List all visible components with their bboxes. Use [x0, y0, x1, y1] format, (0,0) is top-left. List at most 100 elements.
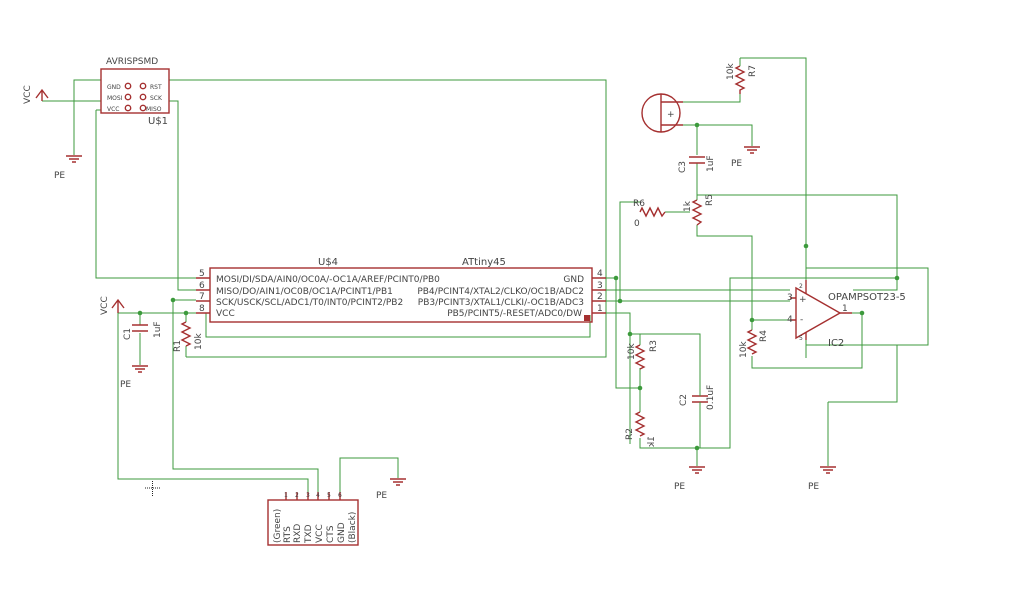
pe-label-2: PE	[120, 380, 131, 390]
pe-label-6: PE	[808, 482, 819, 492]
mcu-pin-num-8: 8	[199, 304, 205, 314]
mcu-pin-label-4: GND	[563, 275, 584, 285]
ftdi-pin-num-5: 5	[327, 492, 331, 499]
r1-value: 10k	[194, 333, 204, 350]
isp-pin-miso: MISO	[146, 106, 162, 113]
resistor-r7[interactable]: 10k R7	[726, 63, 758, 94]
ground-symbol-2: PE	[120, 365, 148, 390]
resistor-r2[interactable]: R2 1k	[625, 411, 657, 448]
ground-symbol-4: PE	[674, 466, 705, 492]
ftdi-label-rts: RTS	[283, 526, 293, 543]
ftdi-pin-num-4: 4	[316, 492, 320, 499]
pe-label-4: PE	[674, 482, 685, 492]
capacitor-c2[interactable]: C2 0.1uF	[679, 385, 716, 410]
vcc-symbol-mid: VCC	[100, 296, 125, 315]
mcu-pin-label-7: SCK/USCK/SCL/ADC1/T0/INT0/PCINT2/PB2	[216, 298, 403, 308]
r5-ref: R5	[705, 194, 715, 206]
mcu-pin-num-7: 7	[199, 292, 205, 302]
r5-value: 1k	[683, 200, 693, 212]
r4-ref: R4	[759, 330, 769, 342]
opamp-plus-sign: +	[799, 295, 807, 305]
pe-label-1: PE	[54, 171, 65, 181]
mcu-pin-label-6: MISO/DO/AIN1/OC0B/OC1A/PCINT1/PB1	[216, 287, 393, 297]
mcu-pin-num-1: 1	[597, 304, 603, 314]
resistor-r1[interactable]: R1 10k	[173, 321, 204, 352]
pe-label-5: PE	[731, 159, 742, 169]
ftdi-pin-num-2: 2	[295, 492, 299, 499]
r1-ref: R1	[173, 340, 183, 352]
ftdi-label-green: (Green)	[273, 509, 283, 543]
mcu-ref-label: U$4	[318, 257, 338, 268]
capacitor-c3[interactable]: C3 1uF	[678, 155, 716, 173]
opamp-pin-5: 5	[799, 335, 803, 342]
mcu-pin-label-2: PB3/PCINT3/XTAL1/CLKI/-OC1B/ADC3	[418, 298, 584, 308]
ftdi-label-black: (Black)	[348, 512, 358, 543]
ftdi-label-rxd: RXD	[293, 524, 303, 543]
opamp-ref-label: IC2	[828, 338, 844, 349]
r7-ref: R7	[748, 65, 758, 77]
c2-value: 0.1uF	[706, 385, 716, 410]
r6-ref: R6	[633, 199, 645, 209]
ground-symbol-5: PE	[731, 146, 760, 169]
c3-ref: C3	[678, 161, 688, 173]
c1-value: 1uF	[153, 321, 163, 338]
opamp-name-label: OPAMPSOT23-5	[828, 292, 906, 303]
opamp-pin-3: 3	[787, 293, 793, 303]
microphone[interactable]: +	[641, 93, 683, 133]
mcu-pin-num-3: 3	[597, 281, 603, 291]
ftdi-label-cts: CTS	[326, 525, 336, 543]
avrisp-header[interactable]: AVRISPSMD U$1 GND MOSI VCC RST SCK MISO	[100, 57, 170, 127]
c3-value: 1uF	[706, 155, 716, 172]
mcu-pin-num-5: 5	[199, 269, 205, 279]
resistor-r4[interactable]: 10k R4	[739, 329, 769, 358]
crosshair-cursor-icon	[145, 481, 160, 496]
mcu-pin-label-5: MOSI/DI/SDA/AIN0/OC0A/-OC1A/AREF/PCINT0/…	[216, 275, 440, 285]
r4-value: 10k	[739, 341, 749, 358]
mcu-pin-num-2: 2	[597, 292, 603, 302]
mic-plus-sign: +	[667, 110, 675, 120]
ftdi-pin-num-6: 6	[338, 492, 342, 499]
mcu-pin-num-6: 6	[199, 281, 205, 291]
ground-symbol-1: PE	[54, 155, 82, 181]
pe-label-3: PE	[376, 491, 387, 501]
capacitor-c1[interactable]: C1 1uF	[123, 321, 163, 340]
isp-pin-gnd: GND	[107, 84, 121, 91]
junctions	[137, 122, 900, 451]
opamp[interactable]: + - 3 4 1 2 5 OPAMPSOT23-5 IC2	[787, 280, 906, 349]
opamp-pin-4: 4	[787, 315, 793, 325]
mcu-pin-label-3: PB4/PCINT4/XTAL2/CLKO/OC1B/ADC2	[417, 287, 584, 297]
opamp-pin-1: 1	[842, 304, 848, 314]
resistor-r3[interactable]: 10k R3	[627, 340, 659, 370]
attiny45-chip[interactable]: U$4 ATtiny45 5 6 7 8 MOSI/DI/SDA/AIN0/OC…	[196, 257, 606, 323]
mcu-value-label: ATtiny45	[462, 257, 506, 268]
c2-ref: C2	[679, 394, 689, 406]
ground-symbol-6: PE	[808, 466, 836, 492]
resistor-r6[interactable]: R6 0	[633, 199, 666, 229]
isp-ref-label: U$1	[148, 116, 168, 127]
isp-pin-mosi: MOSI	[107, 95, 123, 102]
ftdi-header[interactable]: 1 2 3 4 5 6 (Green) RTS RXD TXD VCC CTS …	[267, 492, 359, 546]
vcc-label-mid: VCC	[100, 296, 110, 315]
isp-pin-sck: SCK	[150, 95, 163, 102]
r6-value: 0	[634, 219, 640, 229]
isp-pin-rst: RST	[150, 84, 162, 91]
r2-value: 1k	[647, 436, 657, 448]
r7-value: 10k	[726, 63, 736, 80]
ftdi-pin-num-1: 1	[284, 492, 288, 499]
r2-ref: R2	[625, 428, 635, 440]
opamp-pin-2: 2	[799, 283, 803, 290]
vcc-symbol-left: VCC	[23, 85, 49, 104]
isp-pin-vcc: VCC	[107, 106, 119, 113]
wires	[42, 57, 929, 492]
vcc-label-left: VCC	[23, 85, 33, 104]
r3-value: 10k	[627, 343, 637, 360]
c1-ref: C1	[123, 328, 133, 340]
ftdi-pin-num-3: 3	[306, 492, 310, 499]
ftdi-label-txd: TXD	[304, 524, 314, 544]
r3-ref: R3	[649, 340, 659, 352]
resistor-r5[interactable]: 1k R5	[683, 194, 715, 226]
mcu-pin-num-4: 4	[597, 269, 603, 279]
ground-symbol-3: PE	[376, 478, 406, 501]
ftdi-label-vcc: VCC	[315, 524, 325, 543]
